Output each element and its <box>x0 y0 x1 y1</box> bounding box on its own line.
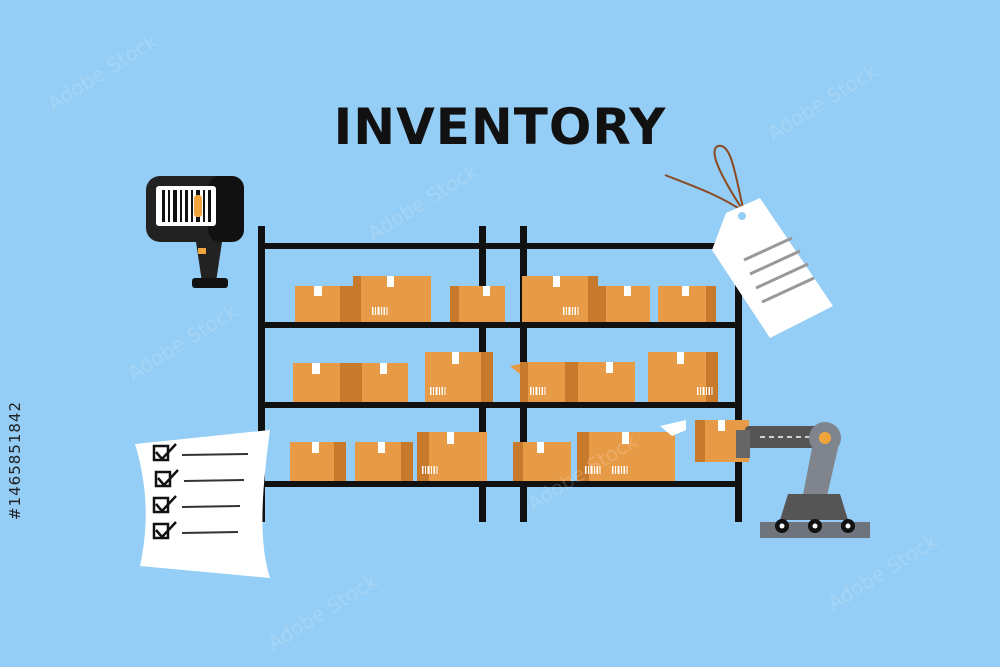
price-tag-icon <box>664 144 833 338</box>
inventory-title: INVENTORY <box>333 98 667 156</box>
barcode-scanner-icon <box>146 176 244 288</box>
boxes-row-2 <box>293 352 718 402</box>
checklist-icon <box>135 430 270 578</box>
boxes-row-1 <box>295 276 716 322</box>
boxes-row-3 <box>290 420 686 481</box>
robotic-arm-icon <box>695 420 870 538</box>
stock-id-label: #1465851842 <box>6 400 24 520</box>
